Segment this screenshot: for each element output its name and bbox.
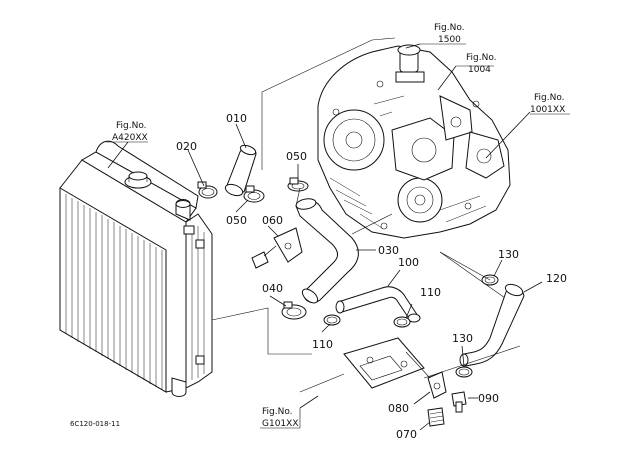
callout-050-lower: 050 — [226, 214, 247, 227]
callout-090: 090 — [478, 392, 499, 405]
fig-ref-number: G101XX — [262, 419, 298, 429]
fig-ref-label: Fig.No. — [434, 23, 465, 33]
fig-ref-number: 1004 — [468, 65, 491, 75]
drawing-code: 6C120-018-11 — [70, 420, 120, 428]
clamp-130-lower — [455, 345, 473, 378]
fig-ref-label: Fig.No. — [466, 53, 497, 63]
fitting-080 — [405, 351, 447, 405]
fig-ref-1500[interactable]: Fig.No. 1500 — [420, 23, 466, 45]
callout-120: 120 — [546, 272, 567, 285]
fig-ref-number: 1500 — [438, 35, 461, 45]
callout-130-lower: 130 — [452, 332, 473, 345]
callout-030: 030 — [378, 244, 399, 257]
upper-hose-010 — [224, 123, 257, 197]
radiator — [59, 140, 213, 397]
clamp-050-lower — [235, 185, 265, 213]
pipe-100 — [335, 269, 421, 323]
fig-ref-1004[interactable]: Fig.No. 1004 — [456, 53, 497, 75]
drain-plug-070 — [419, 407, 445, 431]
callout-010: 010 — [226, 112, 247, 125]
bracket-060 — [251, 225, 303, 269]
clamp-020 — [187, 149, 218, 199]
callout-100: 100 — [398, 256, 419, 269]
engine-block — [261, 37, 511, 299]
fig-ref-label: Fig.No. — [116, 121, 147, 131]
clamp-110-left — [321, 314, 341, 333]
fig-ref-a420xx[interactable]: Fig.No. A420XX — [106, 121, 148, 143]
callout-080: 080 — [388, 402, 409, 415]
fig-ref-label: Fig.No. — [262, 407, 293, 417]
callout-110-left: 110 — [312, 338, 333, 351]
fig-ref-number: 1001XX — [530, 105, 565, 115]
callout-070: 070 — [396, 428, 417, 441]
clamp-130-upper — [481, 259, 503, 286]
callout-040: 040 — [262, 282, 283, 295]
lower-hose-030 — [295, 198, 376, 304]
fig-ref-label: Fig.No. — [534, 93, 565, 103]
clamp-040 — [269, 295, 307, 320]
clamp-110-right — [393, 303, 413, 328]
callout-130-upper: 130 — [498, 248, 519, 261]
fig-ref-number: A420XX — [112, 133, 148, 143]
clamp-050-upper — [287, 164, 309, 192]
callout-020: 020 — [176, 140, 197, 153]
fig-ref-g101xx[interactable]: Fig.No. G101XX — [260, 407, 301, 429]
hose-120 — [459, 281, 543, 367]
callout-060: 060 — [262, 214, 283, 227]
callout-050-upper: 050 — [286, 150, 307, 163]
callout-110-right: 110 — [420, 286, 441, 299]
mounting-plate — [299, 337, 521, 393]
fitting-090 — [451, 391, 478, 413]
fig-ref-1001xx[interactable]: Fig.No. 1001XX — [530, 93, 570, 115]
